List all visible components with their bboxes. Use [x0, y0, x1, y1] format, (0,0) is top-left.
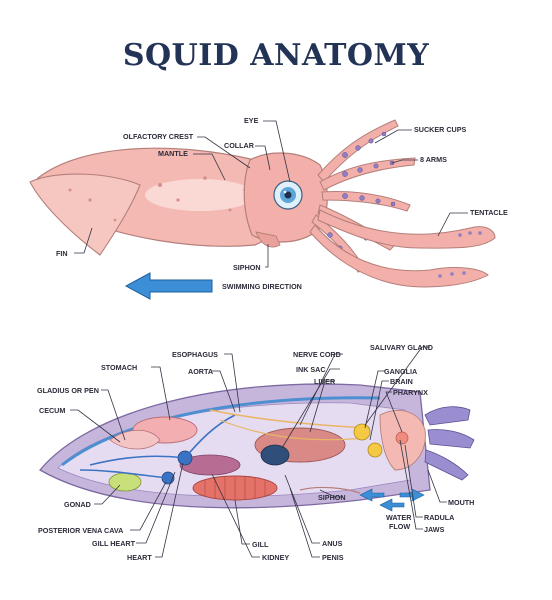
label-tentacle: TENTACLE: [470, 208, 508, 217]
label-mouth: MOUTH: [448, 498, 474, 507]
label-nerve-cord: NERVE CORD: [293, 350, 341, 359]
label-fin: FIN: [56, 249, 68, 258]
label-ink-sac: INK SAC: [296, 365, 326, 374]
label-kidney: KIDNEY: [262, 553, 289, 562]
water-flow-arrow-icon: [359, 488, 425, 512]
label-salivary-gland: SALIVARY GLAND: [370, 343, 433, 352]
label-radula: RADULA: [424, 513, 454, 522]
label-gill: GILL: [252, 540, 269, 549]
label-eye: EYE: [244, 116, 259, 125]
page-title: SQUID ANATOMY: [122, 38, 430, 73]
label-esophagus: ESOPHAGUS: [172, 350, 218, 359]
label-heart: HEART: [127, 553, 152, 562]
label-anus: ANUS: [322, 539, 343, 548]
label-liver: LIVER: [314, 377, 336, 386]
label-mantle: MANTLE: [158, 149, 188, 158]
label-ganglia: GANGLIA: [384, 367, 417, 376]
label-pharynx: PHARYNX: [393, 388, 428, 397]
label-posterior-vena-cava: POSTERIOR VENA CAVA: [38, 526, 123, 535]
label-water-flow: WATER FLOW: [386, 513, 413, 531]
label-siphon-external: SIPHON: [233, 263, 261, 272]
label-penis: PENIS: [322, 553, 344, 562]
label-siphon-internal: SIPHON: [318, 493, 346, 502]
squid-external-illustration: [29, 119, 496, 288]
squid-internal-cross-section: [39, 383, 475, 509]
label-gill-heart: GILL HEART: [92, 539, 136, 548]
label-jaws: JAWS: [424, 525, 445, 534]
label-sucker-cups: SUCKER CUPS: [414, 125, 467, 134]
external-leader-lines: [74, 120, 468, 268]
label-olfactory-crest: OLFACTORY CREST: [123, 132, 194, 141]
label-swimming-direction: SWIMMING DIRECTION: [222, 282, 302, 291]
internal-leader-lines: [70, 346, 447, 558]
label-gonad: GONAD: [64, 500, 91, 509]
label-gladius-or-pen: GLADIUS OR PEN: [37, 386, 99, 395]
label-aorta: AORTA: [188, 367, 213, 376]
label-cecum: CECUM: [39, 406, 65, 415]
label-water-flow-line2: FLOW: [389, 522, 410, 531]
label-water-flow-line1: WATER: [386, 513, 412, 522]
label-collar: COLLAR: [224, 141, 255, 150]
label-stomach: STOMACH: [101, 363, 137, 372]
label-brain: BRAIN: [390, 377, 413, 386]
label-8-arms: 8 ARMS: [420, 155, 447, 164]
swimming-direction-arrow-icon: [124, 272, 213, 300]
